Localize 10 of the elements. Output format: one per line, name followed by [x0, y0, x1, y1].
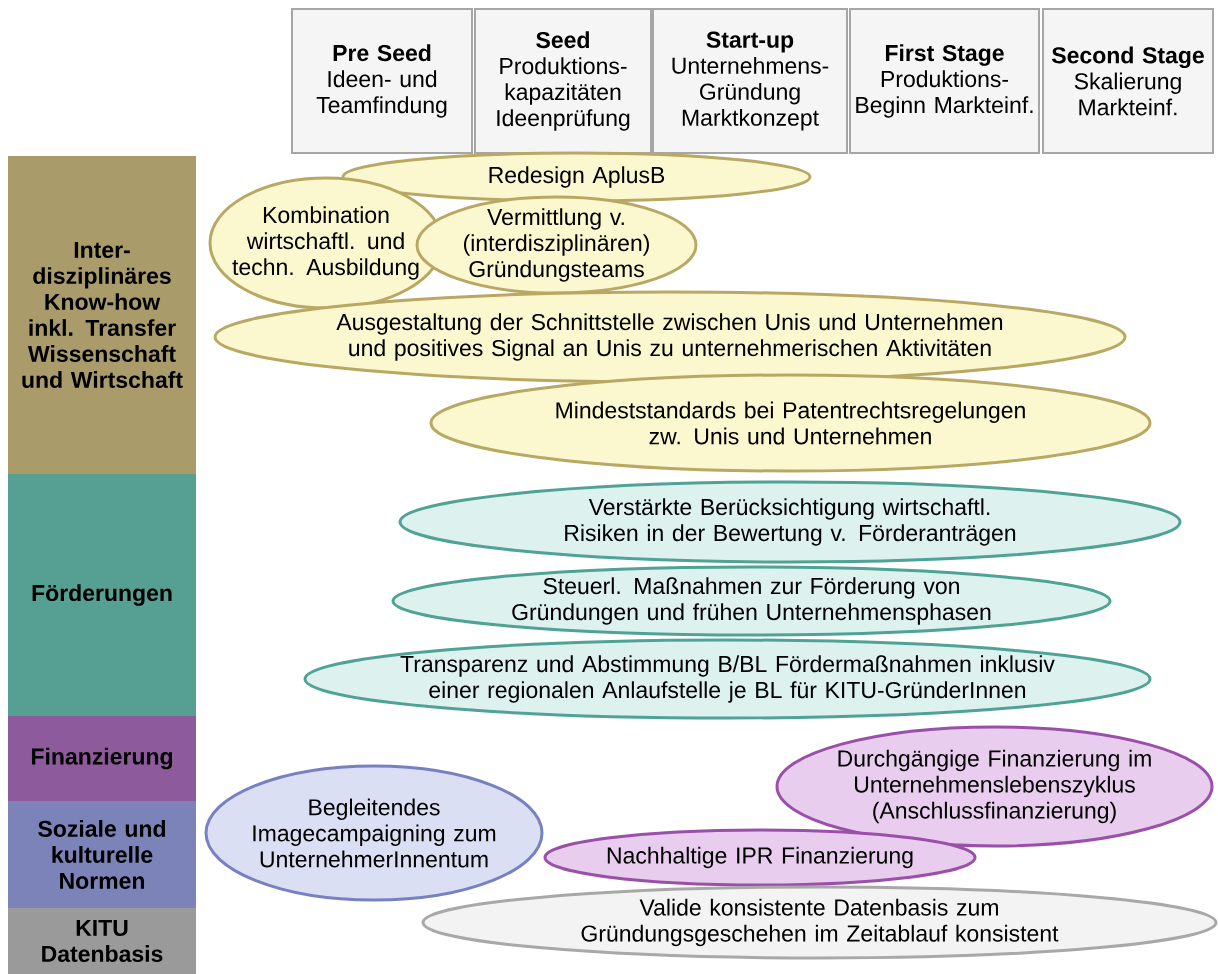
stage-box: Seed Produktions-kapazitäten Ideenprüfung — [474, 8, 652, 154]
category-band: Finanzierung — [8, 716, 196, 801]
stage-box: Second Stage Skalierung Markteinf. — [1042, 8, 1214, 154]
category-band: Förderungen — [8, 474, 196, 716]
stage-box: Pre Seed Ideen- und Teamfindung — [291, 8, 473, 154]
category-band: Soziale und kulturelle Normen — [8, 801, 196, 908]
stage-box: Start-up Unternehmens-Gründung Marktkonzept — [652, 8, 848, 154]
category-band: KITU Datenbasis — [8, 908, 196, 974]
stage-box: First Stage Produktions-Beginn Markteinf. — [849, 8, 1040, 154]
category-band: Inter-disziplinäres Know-how inkl. Transfer Wissenschaft und Wirtschaft — [8, 156, 196, 474]
